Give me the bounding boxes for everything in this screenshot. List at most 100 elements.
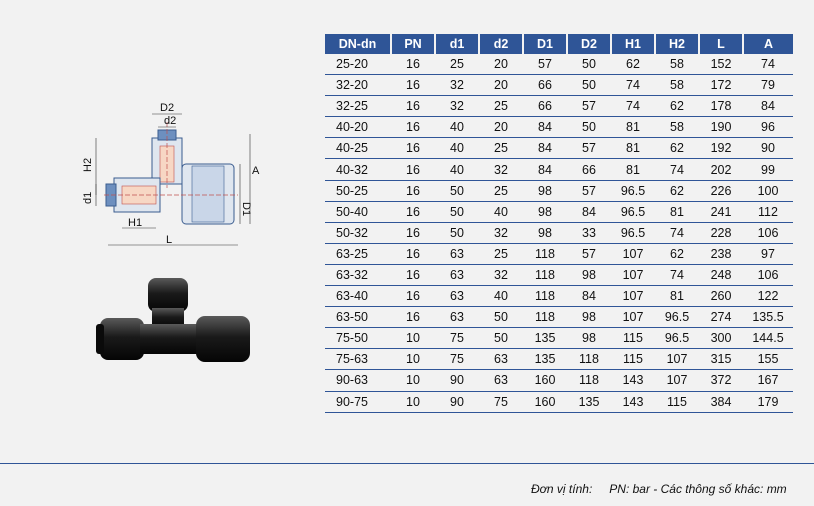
table-cell: 40-25 [325,137,391,160]
table-cell: 58 [655,116,699,139]
table-cell: 274 [699,306,743,329]
column-header: H2 [655,34,700,54]
table-cell: 32 [435,74,479,97]
label-H2: H2 [82,158,94,172]
table-cell: 50 [479,306,523,329]
table-cell: 190 [699,116,743,139]
table-cell: 40-20 [325,116,391,139]
table-cell: 241 [699,201,743,223]
table-cell: 372 [699,369,743,392]
table-cell: 106 [743,264,793,287]
table-cell: 63 [479,369,523,392]
table-cell: 84 [567,201,611,223]
table-cell: 107 [611,264,655,287]
table-cell: 155 [743,348,793,371]
table-cell: 20 [479,116,523,139]
column-header: DN-dn [325,34,392,54]
column-header: d2 [479,34,524,54]
table-cell: 32-20 [325,74,391,97]
table-cell: 118 [523,264,567,287]
footer-divider [0,463,814,464]
table-cell: 40-32 [325,158,391,181]
table-cell: 50 [435,180,479,202]
unit-text: PN: bar - Các thông số khác: mm [609,482,787,496]
table-cell: 152 [699,54,743,76]
column-header: D2 [567,34,612,54]
table-cell: 300 [699,327,743,350]
table-cell: 40 [435,116,479,139]
table-cell: 81 [655,201,699,223]
label-d2: d2 [164,115,176,127]
table-cell: 32 [479,264,523,287]
table-cell: 84 [743,95,793,118]
table-cell: 84 [523,137,567,160]
table-cell: 260 [699,285,743,308]
table-cell: 96.5 [655,306,699,329]
table-cell: 107 [655,369,699,392]
table-cell: 40 [435,137,479,160]
table-cell: 107 [655,348,699,371]
table-cell: 74 [655,158,699,181]
table-cell: 10 [391,348,435,371]
table-cell: 40 [479,201,523,223]
table-cell: 57 [523,54,567,76]
table-cell: 143 [611,391,655,413]
table-cell: 97 [743,243,793,265]
table-cell: 122 [743,285,793,308]
table-cell: 74 [611,95,655,118]
table-cell: 115 [611,348,655,371]
table-cell: 118 [567,348,611,371]
table-cell: 50 [435,222,479,244]
table-cell: 16 [391,306,435,329]
table-cell: 135 [523,327,567,350]
table-cell: 57 [567,243,611,265]
table-cell: 50-32 [325,222,391,244]
table-cell: 135.5 [743,306,793,329]
table-cell: 178 [699,95,743,118]
table-cell: 75-63 [325,348,391,371]
table-cell: 63-40 [325,285,391,308]
table-cell: 66 [567,158,611,181]
table-cell: 99 [743,158,793,181]
table-cell: 57 [567,137,611,160]
table-cell: 10 [391,391,435,413]
unit-label: Đơn vị tính: [531,482,593,496]
table-cell: 179 [743,391,793,413]
column-header: d1 [435,34,480,54]
table-cell: 25-20 [325,54,391,76]
table-cell: 98 [567,264,611,287]
table-cell: 90-63 [325,369,391,392]
table-cell: 74 [655,222,699,244]
table-cell: 112 [743,201,793,223]
table-cell: 63 [435,264,479,287]
column-header: PN [391,34,436,54]
table-cell: 25 [435,54,479,76]
table-cell: 98 [567,327,611,350]
table-cell: 32 [435,95,479,118]
table-cell: 81 [611,137,655,160]
table-cell: 58 [655,54,699,76]
table-cell: 16 [391,116,435,139]
label-H1: H1 [128,217,142,229]
table-cell: 16 [391,222,435,244]
table-cell: 202 [699,158,743,181]
table-cell: 16 [391,158,435,181]
table-cell: 16 [391,285,435,308]
table-cell: 143 [611,369,655,392]
table-cell: 118 [523,243,567,265]
table-cell: 62 [655,95,699,118]
label-A: A [252,165,260,177]
label-d1: d1 [82,192,94,204]
table-cell: 79 [743,74,793,97]
table-cell: 81 [611,116,655,139]
table-cell: 96.5 [611,222,655,244]
table-cell: 90 [743,137,793,160]
